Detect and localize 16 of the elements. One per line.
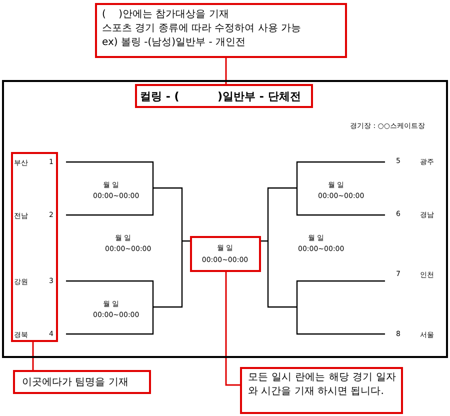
- note-callout: [95, 3, 347, 58]
- leader-line: [32, 342, 34, 370]
- bracket-frame: [2, 80, 448, 358]
- leader-line: [225, 58, 227, 84]
- note-text: 모든 일시 란에는 해당 경기 일자와 시간을 기재 하시면 됩니다.: [248, 371, 396, 399]
- note-text: 이곳에다가 팀명을 기재: [22, 376, 128, 389]
- title-box: [135, 84, 313, 108]
- note-text: ( )안에는 참가대상을 기재: [102, 8, 229, 21]
- note-callout: [13, 370, 151, 394]
- note-text: 스포츠 경기 종류에 따라 수정하여 사용 가능: [102, 22, 302, 35]
- team-column-box: [11, 152, 58, 342]
- leader-line: [225, 272, 240, 386]
- title-text: 컬링 - ( )일반부 - 단체전: [140, 89, 301, 104]
- schedule-box: [190, 236, 261, 272]
- note-text: ex) 볼링 -(남성)일반부 - 개인전: [102, 36, 246, 49]
- note-callout: [240, 367, 403, 414]
